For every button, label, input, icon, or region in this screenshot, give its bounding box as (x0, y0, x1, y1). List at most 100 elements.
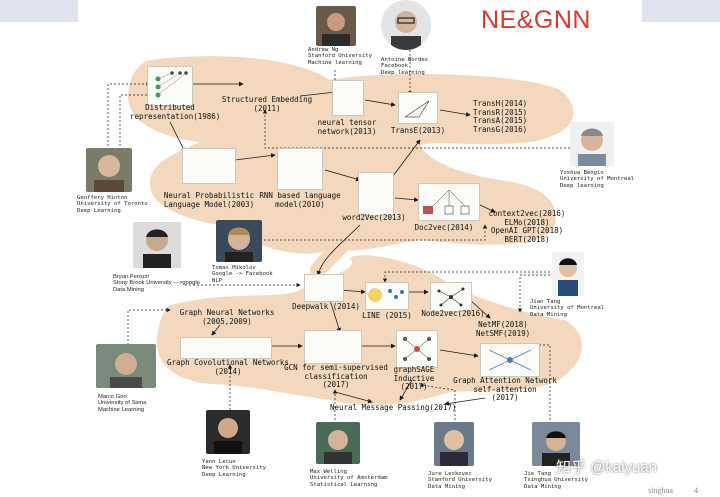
transe-thumbnail (398, 92, 438, 124)
caption-bryan-perozzi-name: Bryan Perozzi (113, 274, 150, 280)
node-deepwalk: Deepwalk (2014) (290, 302, 362, 312)
caption-marco-gori: Marco Gori University of Siena Machine L… (98, 394, 146, 413)
caption-jure-leskovec-field: Data Mining (428, 483, 466, 490)
caption-yann-lecun-name: Yann Lecun (202, 459, 236, 465)
tensor-thumbnail (332, 80, 364, 116)
node-word2vec-line-1: word2Vec(2013) (342, 213, 406, 222)
node-context-line-1: context2vec(2016) (488, 209, 566, 218)
arrow-nplm-rnn (234, 153, 276, 161)
caption-jian-tang-affiliation: University of Montreal (530, 305, 605, 312)
arrow-transe-family (439, 109, 471, 117)
node-netmf: NetMF(2018) NetSMF(2019) (476, 320, 531, 338)
caption-jian-tang-name: Jian Tang (530, 299, 561, 305)
node-netmf-line-2: NetSMF(2019) (476, 328, 531, 338)
caption-jure-leskovec-name: Jure Leskovec (428, 471, 472, 477)
caption-jie-tang-field: Data Mining (524, 483, 562, 490)
caption-antoine-bordes: Antoine Bordes Facebook Deep learning (381, 57, 428, 76)
arrow-deepwalk-gcn-semi (329, 299, 342, 333)
node-gnn: Graph Neural Networks (2005,2009) (172, 308, 282, 326)
footer-text: singhua (648, 486, 673, 495)
node-graphsage-line-2: Inductive (393, 373, 435, 383)
arrow-graphsage-mpnn (399, 379, 413, 401)
bryan-perozzi-photo (133, 222, 181, 268)
node-nplm: Neural Probabilistic Language Model(2003… (158, 191, 260, 209)
lower-region (156, 255, 582, 406)
node-structured-line-1: Structured Embedding (221, 95, 313, 104)
caption-jie-tang-affiliation: Tsinghua University (524, 477, 588, 484)
max-welling-photo (316, 422, 360, 464)
yoshua-bengio-photo (570, 122, 614, 166)
arrow-gat-mpnn (444, 397, 486, 406)
dash-hinton-nplm (119, 92, 153, 150)
node-gat: Graph Attention Network self-attention (… (452, 376, 558, 403)
node-context-line-3: OpenAI GPT(2018) (490, 226, 564, 235)
caption-tomas-mikolov-affiliation: Google -> Facebook (212, 271, 273, 278)
deepwalk-thumbnail (304, 274, 344, 302)
jie-tang-photo (532, 422, 580, 466)
node-trans-family-line-3: TransA(2015) (473, 116, 528, 125)
arrow-graphsage-gat (439, 349, 479, 358)
doc2vec-thumbnail (418, 183, 480, 221)
node-graphsage: graphSAGE Inductive (2017) (388, 365, 440, 392)
node-gat-line-3: (2017) (491, 393, 519, 402)
caption-yann-lecun: Yann Lecun New York University Deep Lear… (202, 459, 266, 478)
node-distributed-line-1: Distributed (145, 103, 195, 112)
node-transe: TransE(2013) (390, 126, 446, 136)
node-gat-line-1: Graph Attention Network (453, 376, 557, 385)
caption-bryan-perozzi-affiliation: Stony Brook University —>google (113, 280, 200, 287)
marco-gori-photo (96, 344, 156, 388)
arrow-deepwalk-line (339, 289, 366, 295)
caption-antoine-bordes-name: Antoine Bordes (381, 57, 429, 63)
caption-yoshua-bengio-name: Yoshua Bengio (560, 170, 604, 176)
arrow-distributed-nplm (169, 121, 186, 153)
node-neural-tensor-line-2: network(2013) (317, 126, 377, 136)
dash-jiantang-node2vec (517, 274, 550, 313)
node-gcn-semi-line-1: GCN for semi-supervised (284, 363, 388, 372)
yann-lecun-photo (206, 410, 250, 454)
node-gcn-semi-line-3: (2017) (322, 380, 350, 389)
distributed-thumbnail (147, 66, 193, 106)
tomas-mikolov-photo (216, 220, 262, 262)
gcn-cnn-thumbnail (180, 337, 272, 359)
caption-tomas-mikolov: Tomas Mikolov Google -> Facebook NLP (212, 265, 273, 284)
caption-jure-leskovec: Jure Leskovec Stanford University Data M… (428, 471, 492, 490)
arrow-gnn-gcn-cnn (211, 324, 221, 336)
caption-andrew-ng-name: Andrew Ng (308, 47, 339, 53)
node-trans-family-line-4: TransG(2016) (473, 124, 528, 134)
node-line: LINE (2015) (362, 311, 412, 321)
node-gnn-line-1: Graph Neural Networks (179, 308, 275, 317)
caption-geoffery-hinton-name: Geoffery Hinton (77, 195, 128, 201)
caption-max-welling-field: Statistical Learning (310, 481, 378, 488)
arrow-structured-tensor (299, 90, 337, 97)
arrow-node2vec-netmf (469, 299, 491, 319)
gcn-semi-thumbnail (304, 330, 362, 364)
caption-antoine-bordes-affiliation: Facebook (381, 63, 408, 70)
node-distributed-line-2: representation(1986) (130, 111, 221, 121)
node-line-line-1: LINE (2015) (362, 311, 412, 320)
caption-marco-gori-affiliation: University of Siena (98, 400, 147, 407)
caption-andrew-ng-field: Machine learning (308, 59, 362, 66)
arrow-word2vec-deepwalk (316, 224, 361, 276)
caption-yoshua-bengio-field: Deep learning (560, 182, 604, 189)
node-rnn-line-1: RNN based language (259, 191, 341, 200)
arrow-word2vec-doc2vec (394, 197, 419, 203)
line-thumbnail (365, 282, 409, 310)
node-mpnn: Neural Message Passing(2017) (330, 403, 456, 413)
node2vec-thumbnail (430, 282, 472, 312)
caption-tomas-mikolov-name: Tomas Mikolov (212, 265, 256, 271)
caption-geoffery-hinton-field: Deep Learning (77, 207, 121, 214)
caption-jure-leskovec-affiliation: Stanford University (428, 477, 492, 484)
node-nplm-line-2: Language Model(2003) (163, 199, 255, 209)
node-structured: Structured Embedding (2011) (218, 95, 316, 113)
right-corner-band (642, 0, 720, 22)
node-context-line-4: BERT(2018) (504, 234, 550, 244)
caption-jian-tang: Jian Tang University of Montreal Data Mi… (530, 299, 604, 318)
watermark: 知乎 @kaiyuan (556, 459, 658, 476)
dash-jiantang-line (382, 271, 550, 283)
dash-leskovec-graphsage (419, 383, 456, 420)
caption-bryan-perozzi-field: Data Mining (113, 286, 144, 293)
page-number: 4 (694, 486, 698, 495)
jian-tang-photo (552, 252, 584, 296)
caption-yoshua-bengio-affiliation: University of Montreal (560, 176, 635, 183)
